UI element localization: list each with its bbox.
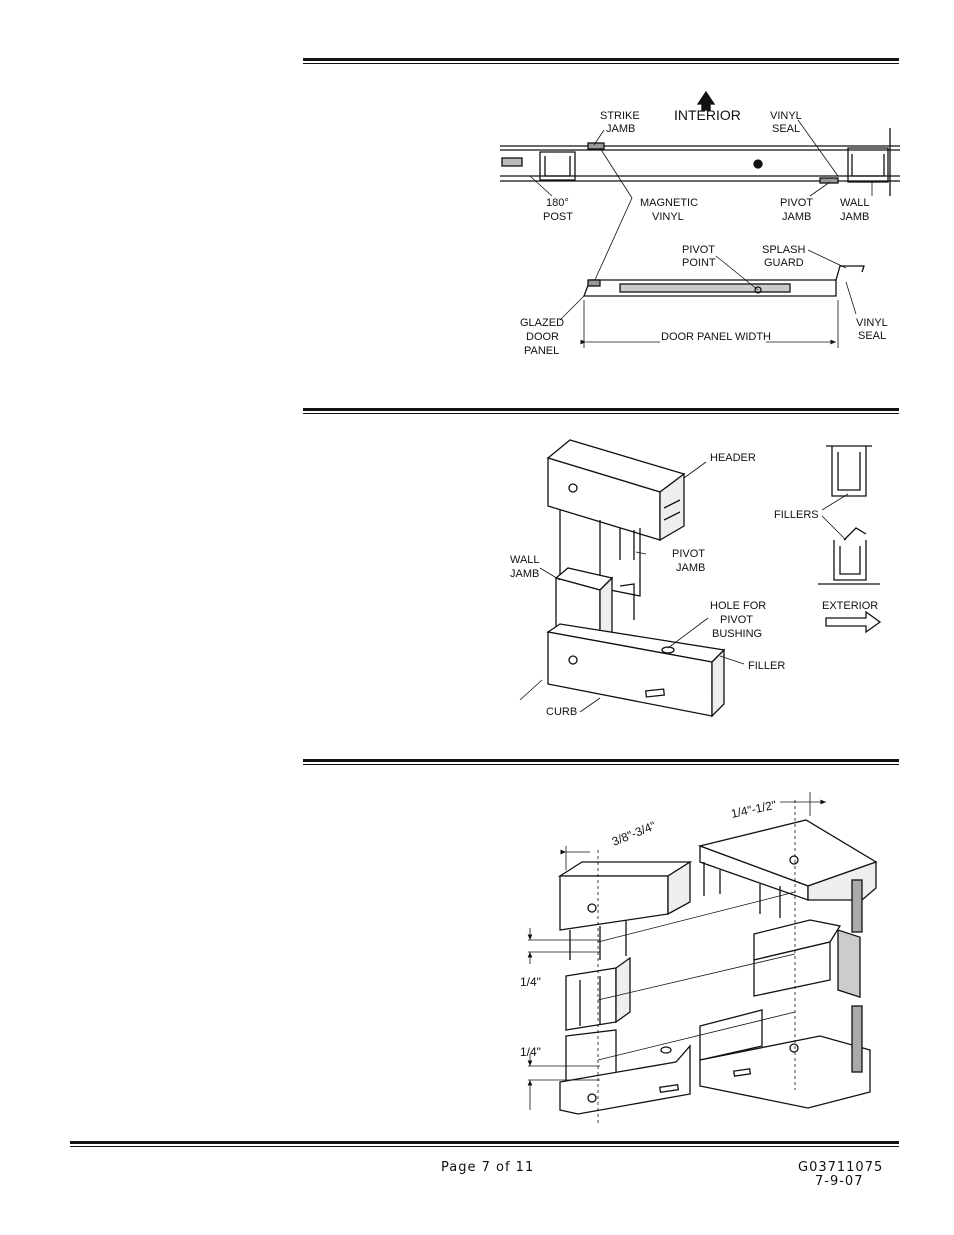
fillers-label: FILLERS [774,509,819,521]
vinyl-seal-top-label-2: SEAL [772,123,800,135]
hole-for-pivot-bushing-label-1: HOLE FOR [710,600,766,612]
footer-rule [70,1141,899,1148]
exterior-arrow-icon [825,610,882,634]
page-number: Page 7 of 11 [441,1160,535,1175]
hole-for-pivot-bushing-label-3: BUSHING [712,628,762,640]
interior-arrow-icon [696,90,716,111]
dim-3-8-3-4-label: 3/8"-3/4" [610,819,658,849]
magnetic-vinyl-label-1: MAGNETIC [640,197,698,209]
dim-1-4-upper-label: 1/4" [520,975,541,989]
pivot-jamb-label-1: PIVOT [780,197,813,209]
dim-1-4-1-2-label: 1/4"-1/2" [730,798,778,821]
section-rule-2 [303,408,899,415]
figure-2-labels: HEADER WALL JAMB PIVOT JAMB HOLE FOR PIV… [510,452,878,718]
figure-1-labels: INTERIOR STRIKE JAMB VINYL SEAL 180° POS… [520,107,888,357]
pivot-point-label-2: POINT [682,257,716,269]
door-panel-width-label: DOOR PANEL WIDTH [661,331,771,343]
document-date: 7-9-07 [815,1174,864,1189]
pivot-jamb-label-1: PIVOT [672,548,705,560]
pivot-jamb-label-2: JAMB [676,562,705,574]
section-rule-1 [303,58,899,65]
dim-1-4-lower-label: 1/4" [520,1045,541,1059]
pivot-point-label-1: PIVOT [682,244,715,256]
pivot-jamb-label-2: JAMB [782,211,811,223]
vinyl-seal-bottom-label-1: VINYL [856,317,888,329]
figure-2-isometric [519,439,882,718]
glazed-door-panel-label-2: DOOR [526,331,559,343]
glazed-door-panel-label-3: PANEL [524,345,559,357]
wall-jamb-label-1: WALL [840,197,870,209]
splash-guard-label-2: GUARD [764,257,804,269]
strike-jamb-label-2: JAMB [606,123,635,135]
strike-jamb-label-1: STRIKE [600,110,640,122]
splash-guard-label-1: SPLASH [762,244,805,256]
figure-3-assembly [527,792,878,1126]
figure-1-plan-view [500,90,900,348]
vinyl-seal-bottom-label-2: SEAL [858,330,886,342]
wall-jamb-label-2: JAMB [840,211,869,223]
glazed-door-panel-label-1: GLAZED [520,317,564,329]
vinyl-seal-top-label-1: VINYL [770,110,802,122]
exterior-label: EXTERIOR [822,600,878,612]
magnetic-vinyl-label-2: VINYL [652,211,684,223]
section-rule-3 [303,759,899,766]
post-180-label-1: 180° [546,197,569,209]
wall-jamb-label-1: WALL [510,554,540,566]
header-label: HEADER [710,452,756,464]
wall-jamb-label-2: JAMB [510,568,539,580]
filler-label: FILLER [748,660,785,672]
curb-label: CURB [546,706,577,718]
post-180-label-2: POST [543,211,573,223]
hole-for-pivot-bushing-label-2: PIVOT [720,614,753,626]
interior-label: INTERIOR [674,107,741,123]
document-number: G03711075 [798,1160,884,1175]
